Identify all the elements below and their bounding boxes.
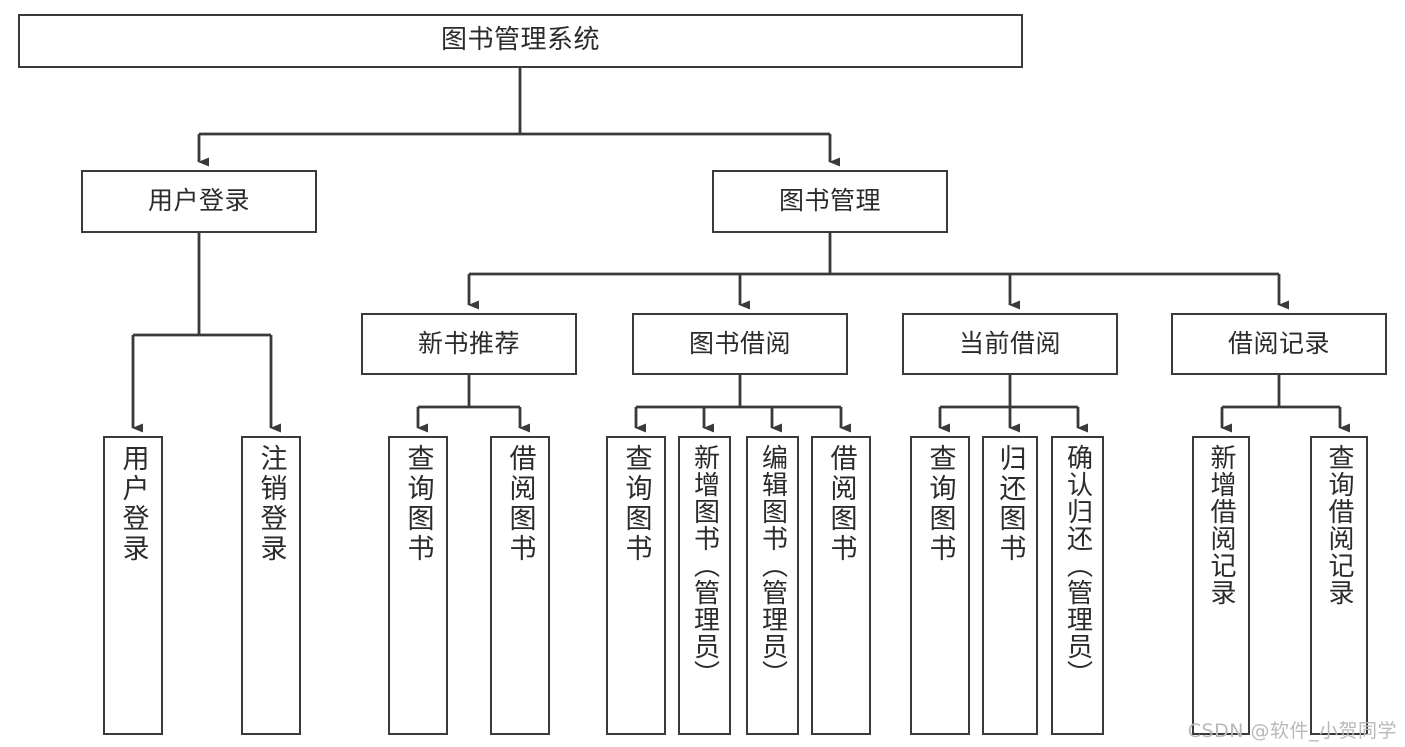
node-label: 查询图书 — [620, 444, 652, 564]
node-label: 查询图书 — [924, 444, 956, 564]
node-leaf-query-borrow-record[interactable]: 查询借阅记录 — [1310, 436, 1368, 735]
node-label: 新增借阅记录 — [1206, 444, 1236, 606]
node-label: 用户登录 — [147, 186, 250, 216]
node-label: 归还图书 — [994, 444, 1026, 564]
node-leaf-borrow-book-borrow[interactable]: 借阅图书 — [811, 436, 871, 735]
node-leaf-query-book-current[interactable]: 查询图书 — [910, 436, 970, 735]
csdn-watermark: CSDN @软件_小贺同学 — [1187, 720, 1397, 742]
node-leaf-query-book-borrow[interactable]: 查询图书 — [606, 436, 666, 735]
node-label: 注销登录 — [255, 444, 287, 564]
node-user-login[interactable]: 用户登录 — [81, 170, 317, 233]
node-label: 图书借阅 — [688, 328, 791, 358]
node-leaf-add-borrow-record[interactable]: 新增借阅记录 — [1192, 436, 1250, 735]
node-label: 当前借阅 — [958, 328, 1061, 358]
node-leaf-add-book-admin[interactable]: 新增图书（管理员） — [678, 436, 731, 735]
node-leaf-query-book-new[interactable]: 查询图书 — [388, 436, 448, 735]
node-label: 新增图书（管理员） — [689, 444, 720, 687]
node-root-book-management-system[interactable]: 图书管理系统 — [18, 14, 1023, 68]
node-leaf-borrow-book-new[interactable]: 借阅图书 — [490, 436, 550, 735]
node-leaf-return-book[interactable]: 归还图书 — [982, 436, 1038, 735]
node-label: 确认归还（管理员） — [1062, 444, 1093, 687]
node-label: 图书管理系统 — [440, 25, 600, 56]
node-book-management[interactable]: 图书管理 — [712, 170, 948, 233]
node-label: 借阅图书 — [504, 444, 536, 564]
node-leaf-user-login[interactable]: 用户登录 — [103, 436, 163, 735]
node-borrow-record[interactable]: 借阅记录 — [1171, 313, 1387, 375]
node-label: 借阅记录 — [1227, 328, 1330, 358]
node-label: 查询图书 — [402, 444, 434, 564]
node-new-book-recommendation[interactable]: 新书推荐 — [361, 313, 577, 375]
node-label: 编辑图书（管理员） — [757, 444, 788, 687]
node-label: 查询借阅记录 — [1324, 444, 1354, 606]
node-leaf-logout-login[interactable]: 注销登录 — [241, 436, 301, 735]
node-book-borrow[interactable]: 图书借阅 — [632, 313, 848, 375]
node-label: 借阅图书 — [825, 444, 857, 564]
node-current-borrow[interactable]: 当前借阅 — [902, 313, 1118, 375]
node-label: 图书管理 — [778, 186, 881, 216]
node-label: 新书推荐 — [417, 328, 520, 358]
node-leaf-edit-book-admin[interactable]: 编辑图书（管理员） — [746, 436, 799, 735]
node-leaf-confirm-return-admin[interactable]: 确认归还（管理员） — [1051, 436, 1104, 735]
node-label: 用户登录 — [117, 444, 149, 564]
